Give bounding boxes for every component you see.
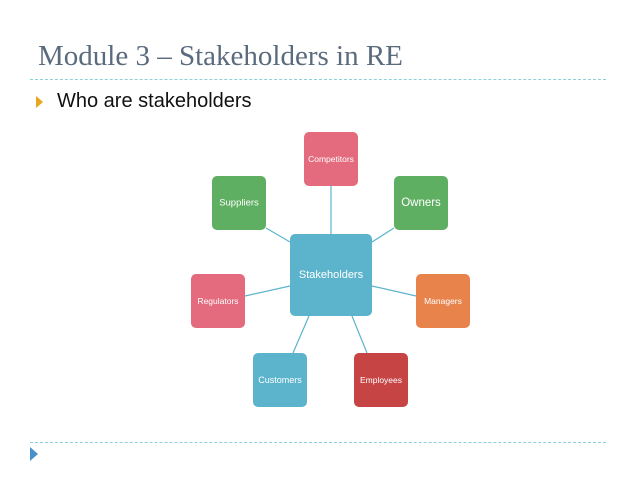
connectors	[244, 186, 417, 354]
node-suppliers: Suppliers	[212, 176, 266, 230]
connector-suppliers	[265, 227, 291, 243]
node-box-managers	[416, 274, 470, 328]
node-box-employees	[354, 353, 408, 407]
bullet-text: Who are stakeholders	[57, 90, 252, 112]
node-box-suppliers	[212, 176, 266, 230]
node-label-stakeholders: Stakeholders	[299, 269, 364, 281]
connector-customers	[292, 315, 310, 354]
connector-employees	[351, 315, 368, 354]
node-box-regulators	[191, 274, 245, 328]
slide-title: Module 3 – Stakeholders in RE	[38, 40, 403, 72]
node-managers: Managers	[416, 274, 470, 328]
node-label-regulators: Regulators	[197, 296, 238, 306]
node-competitors: Competitors	[304, 132, 358, 186]
node-label-customers: Customers	[258, 375, 302, 385]
footer-divider	[30, 442, 606, 443]
bullet-item: Who are stakeholders	[36, 90, 252, 113]
node-stakeholders: Stakeholders	[290, 234, 372, 316]
node-label-employees: Employees	[360, 375, 402, 385]
title-divider	[30, 79, 606, 80]
node-box-stakeholders	[290, 234, 372, 316]
bullet-arrow-icon	[36, 95, 43, 108]
connector-regulators	[244, 285, 291, 297]
corner-arrow-icon	[30, 447, 38, 461]
node-label-competitors: Competitors	[308, 154, 354, 164]
node-regulators: Regulators	[191, 274, 245, 328]
node-employees: Employees	[354, 353, 408, 407]
node-customers: Customers	[253, 353, 307, 407]
node-owners: Owners	[394, 176, 448, 230]
connector-managers	[371, 285, 417, 297]
node-box-competitors	[304, 132, 358, 186]
node-label-managers: Managers	[424, 296, 462, 306]
node-label-suppliers: Suppliers	[219, 198, 259, 209]
node-label-owners: Owners	[401, 197, 441, 209]
node-box-customers	[253, 353, 307, 407]
nodes: Stakeholders CompetitorsOwnersManagersEmp…	[191, 132, 470, 407]
node-box-owners	[394, 176, 448, 230]
connector-owners	[371, 227, 395, 243]
